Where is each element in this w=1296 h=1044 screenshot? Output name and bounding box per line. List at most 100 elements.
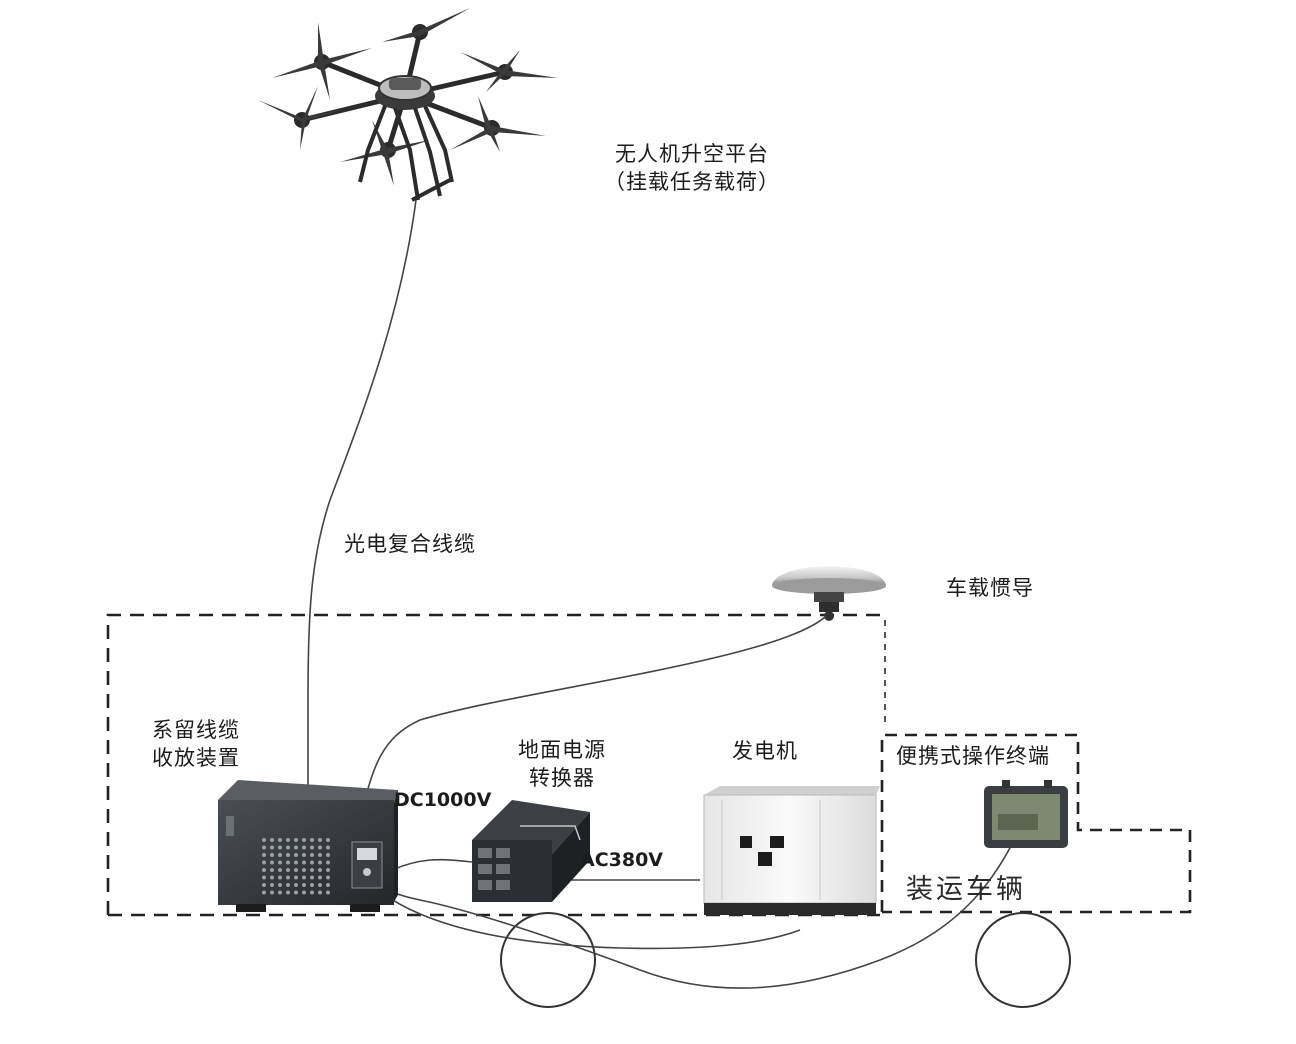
reel-to-converter-cable	[391, 858, 473, 871]
vent-dot	[262, 868, 266, 872]
vent-dot	[318, 875, 322, 880]
vent-dot	[318, 883, 322, 887]
uav-platform-subtitle: （挂载任务载荷）	[604, 170, 780, 195]
vent-dot	[262, 845, 266, 850]
vent-dot	[278, 883, 282, 887]
portable-terminal-icon	[984, 780, 1068, 848]
vent-dot	[326, 853, 330, 857]
vent-dot	[294, 838, 298, 842]
vent-dot	[270, 890, 274, 895]
vent-dot	[262, 890, 266, 895]
uav-platform-title: 无人机升空平台	[615, 142, 769, 166]
vent-dot	[270, 875, 274, 880]
vent-dot	[326, 860, 330, 865]
rear-wheel	[500, 912, 596, 1008]
vent-dot	[310, 883, 314, 887]
vent-dot	[326, 838, 330, 842]
vent-dot	[294, 860, 298, 865]
ins-to-reel-cable	[359, 615, 827, 821]
vent-dot	[310, 890, 314, 895]
vent-dot	[318, 853, 322, 857]
dc-voltage-label: DC1000V	[394, 789, 492, 811]
cable-label: 光电复合线缆	[344, 532, 476, 556]
vent-dot	[270, 838, 274, 842]
vehicle-label: 装运车辆	[906, 874, 1026, 905]
vent-dot	[294, 875, 298, 880]
vent-dot	[294, 883, 298, 887]
vent-dot	[310, 860, 314, 865]
vent-dot	[286, 883, 290, 887]
vent-dot	[310, 845, 314, 850]
vent-dot	[286, 875, 290, 880]
vent-dot	[326, 868, 330, 872]
vent-dot	[318, 860, 322, 865]
vent-dot	[318, 845, 322, 850]
vent-dot	[326, 890, 330, 895]
vent-dot	[294, 853, 298, 857]
ac-voltage-label: AC380V	[580, 849, 664, 871]
tether-cable	[307, 199, 417, 790]
front-wheel	[975, 912, 1071, 1008]
vent-dot	[270, 845, 274, 850]
vent-dot	[262, 883, 266, 887]
tether-reel-icon	[218, 780, 398, 912]
power-converter-icon	[472, 800, 590, 902]
vent-dot	[302, 890, 306, 895]
ins-antenna-icon	[772, 566, 886, 621]
vent-dot	[278, 853, 282, 857]
vent-dot	[286, 868, 290, 872]
vent-dot	[310, 868, 314, 872]
tether-device-label: 系留线缆 收放装置	[152, 716, 240, 773]
vent-dot	[270, 860, 274, 865]
generator-label: 发电机	[732, 739, 798, 763]
vent-dot	[294, 890, 298, 895]
vent-dot	[310, 853, 314, 857]
uav-drone-icon	[258, 8, 558, 202]
ground-power-line2: 转换器	[529, 766, 595, 791]
vent-dot	[302, 860, 306, 865]
reel-lower-cable	[377, 889, 801, 950]
vent-dot	[302, 883, 306, 887]
vent-dot	[318, 838, 322, 842]
ground-power-label: 地面电源 转换器	[518, 736, 606, 793]
vent-dot	[278, 838, 282, 842]
vent-dot	[318, 890, 322, 895]
tether-device-line1: 系留线缆	[152, 718, 240, 742]
vent-dot	[310, 875, 314, 880]
vent-dot	[278, 860, 282, 865]
vent-dot	[286, 838, 290, 842]
vent-dot	[262, 838, 266, 842]
portable-terminal-label: 便携式操作终端	[896, 744, 1050, 768]
vent-dot	[302, 853, 306, 857]
vent-dot	[286, 845, 290, 850]
vent-dot	[286, 890, 290, 895]
vent-dot	[302, 845, 306, 850]
vent-dot	[262, 853, 266, 857]
vent-dot	[270, 883, 274, 887]
vent-dot	[278, 875, 282, 880]
tether-device-line2: 收放装置	[152, 746, 240, 771]
uav-platform-label: 无人机升空平台 （挂载任务载荷）	[604, 140, 780, 197]
vent-dot	[310, 838, 314, 842]
vent-dot	[302, 875, 306, 880]
vent-dot	[262, 860, 266, 865]
terminal-cable	[371, 804, 1031, 989]
vent-dot	[278, 845, 282, 850]
vent-dot	[278, 890, 282, 895]
vent-dot	[302, 838, 306, 842]
vent-dot	[294, 845, 298, 850]
ground-power-line1: 地面电源	[518, 738, 606, 762]
generator-icon	[703, 786, 880, 915]
vehicle-ins-label: 车载惯导	[946, 576, 1034, 600]
vent-dot	[270, 853, 274, 857]
cab-outline	[880, 733, 1192, 914]
vent-dot	[286, 853, 290, 857]
vent-dot	[262, 875, 266, 880]
vent-dot	[326, 845, 330, 850]
vent-dot	[318, 868, 322, 872]
vent-dot	[278, 868, 282, 872]
vent-dot	[286, 860, 290, 865]
vent-dot	[294, 868, 298, 872]
vent-dot	[302, 868, 306, 872]
